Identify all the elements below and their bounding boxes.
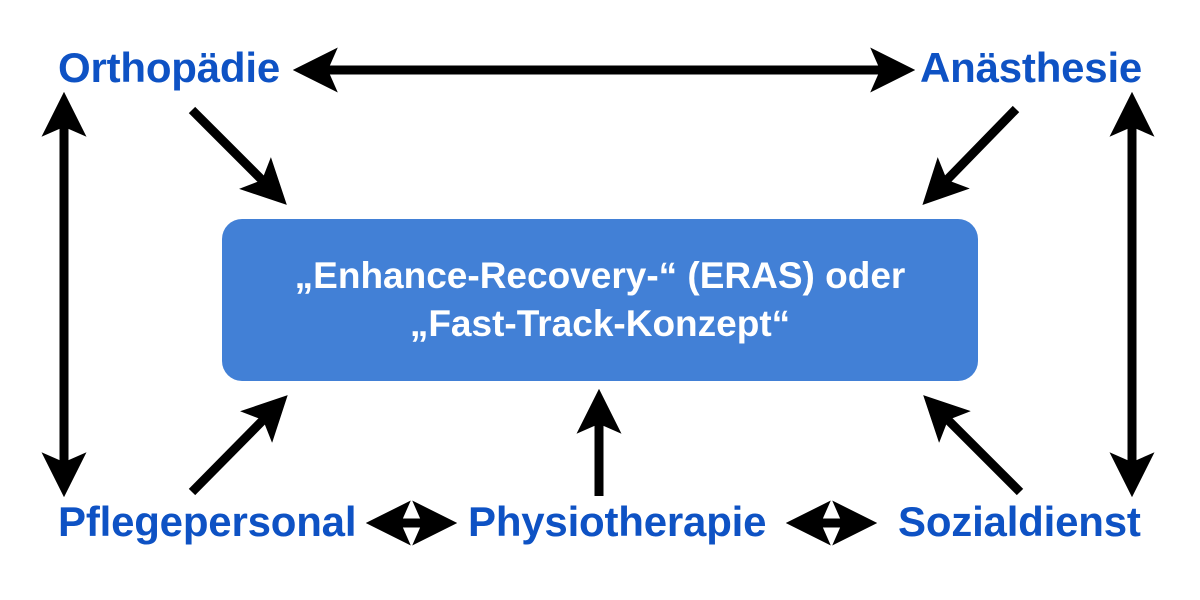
node-label-sozialdienst: Sozialdienst: [898, 498, 1141, 545]
center-box-line-2: „Fast-Track-Konzept“: [409, 303, 791, 344]
arrow-anaesthesie-center: [922, 105, 1020, 206]
arrow-orthopaedie-center: [188, 106, 287, 205]
node-label-pflegepersonal: Pflegepersonal: [58, 498, 357, 545]
arrow-sozialdienst-center: [923, 395, 1024, 496]
center-concept-box: „Enhance-Recovery-“ (ERAS) oder „Fast-Tr…: [222, 219, 978, 381]
center-box-line-1: „Enhance-Recovery-“ (ERAS) oder: [294, 255, 906, 296]
node-label-anaesthesie: Anästhesie: [920, 44, 1143, 91]
arrow-pflegepersonal-center: [188, 395, 288, 496]
node-label-physiotherapie: Physiotherapie: [468, 498, 767, 545]
node-label-orthopaedie: Orthopädie: [58, 44, 281, 91]
